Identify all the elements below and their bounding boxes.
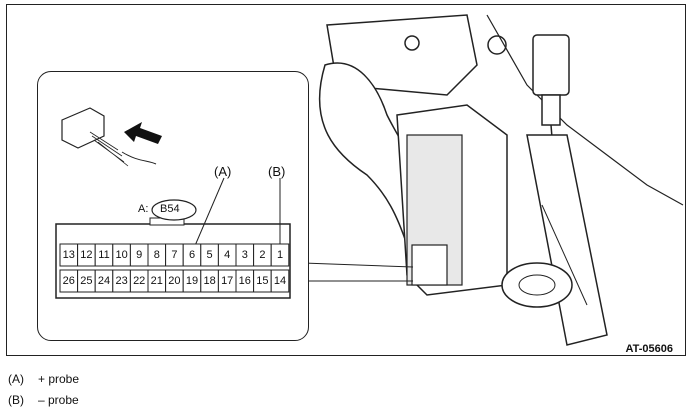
pin-number: 4 bbox=[224, 249, 231, 261]
harness-connector-icon bbox=[61, 107, 105, 149]
connector-prefix: A: bbox=[138, 203, 149, 215]
pin-number: 13 bbox=[62, 249, 75, 261]
pin-number: 10 bbox=[115, 249, 128, 261]
panel-edge bbox=[486, 14, 684, 206]
figure-id: AT-05606 bbox=[625, 343, 674, 355]
pin-number: 3 bbox=[241, 249, 248, 261]
bolt-head bbox=[404, 35, 420, 51]
pin-number: 9 bbox=[136, 249, 143, 261]
pin-number: 20 bbox=[168, 275, 181, 287]
pin-cell bbox=[270, 243, 290, 267]
connector-tag-ellipse bbox=[151, 199, 197, 221]
callout-line-a bbox=[193, 177, 225, 249]
pin-number: 11 bbox=[98, 249, 110, 261]
legend-item-b: (B) – probe bbox=[8, 393, 79, 407]
legend-text-a: + probe bbox=[38, 372, 80, 386]
pin-number: 7 bbox=[171, 249, 178, 261]
connector-face bbox=[411, 244, 448, 286]
pin-number: 24 bbox=[97, 275, 111, 287]
pin-number: 2 bbox=[259, 249, 266, 261]
pin-number: 6 bbox=[188, 249, 196, 261]
direction-arrow bbox=[124, 122, 162, 144]
pin-number: 1 bbox=[276, 249, 284, 261]
connector-name: B54 bbox=[160, 203, 180, 215]
pin-number: 12 bbox=[80, 249, 93, 261]
pin-number: 16 bbox=[238, 275, 251, 287]
callout-a: (A) bbox=[214, 164, 232, 179]
pin-number: 8 bbox=[153, 249, 160, 261]
pedal-arm bbox=[526, 134, 608, 346]
pin-grid bbox=[59, 243, 290, 293]
pin-number: 21 bbox=[150, 275, 163, 287]
pin-number: 26 bbox=[62, 275, 75, 287]
pin-number: 22 bbox=[133, 275, 146, 287]
inset-drawing bbox=[55, 107, 291, 299]
leader-line-top bbox=[302, 262, 414, 268]
pin-number: 15 bbox=[256, 275, 269, 287]
pin-number: 23 bbox=[115, 275, 128, 287]
legend-item-a: (A) + probe bbox=[8, 372, 79, 386]
stop-light-switch bbox=[532, 34, 570, 96]
pin-number: 5 bbox=[206, 249, 213, 261]
pedal-illustration bbox=[302, 14, 684, 346]
legend-key-b: (B) bbox=[8, 393, 24, 407]
pin-number: 19 bbox=[185, 275, 199, 287]
harness-wires bbox=[89, 131, 129, 167]
switch-thread bbox=[541, 94, 561, 126]
legend-key-a: (A) bbox=[8, 372, 24, 386]
pin-number: 25 bbox=[80, 275, 93, 287]
pin-number: 17 bbox=[221, 275, 234, 287]
legend-text-b: – probe bbox=[38, 393, 79, 407]
nut bbox=[487, 35, 507, 55]
callout-b: (B) bbox=[268, 164, 286, 179]
pin-number: 14 bbox=[273, 275, 287, 287]
pin-cell bbox=[270, 269, 290, 293]
pin-number: 18 bbox=[203, 275, 216, 287]
